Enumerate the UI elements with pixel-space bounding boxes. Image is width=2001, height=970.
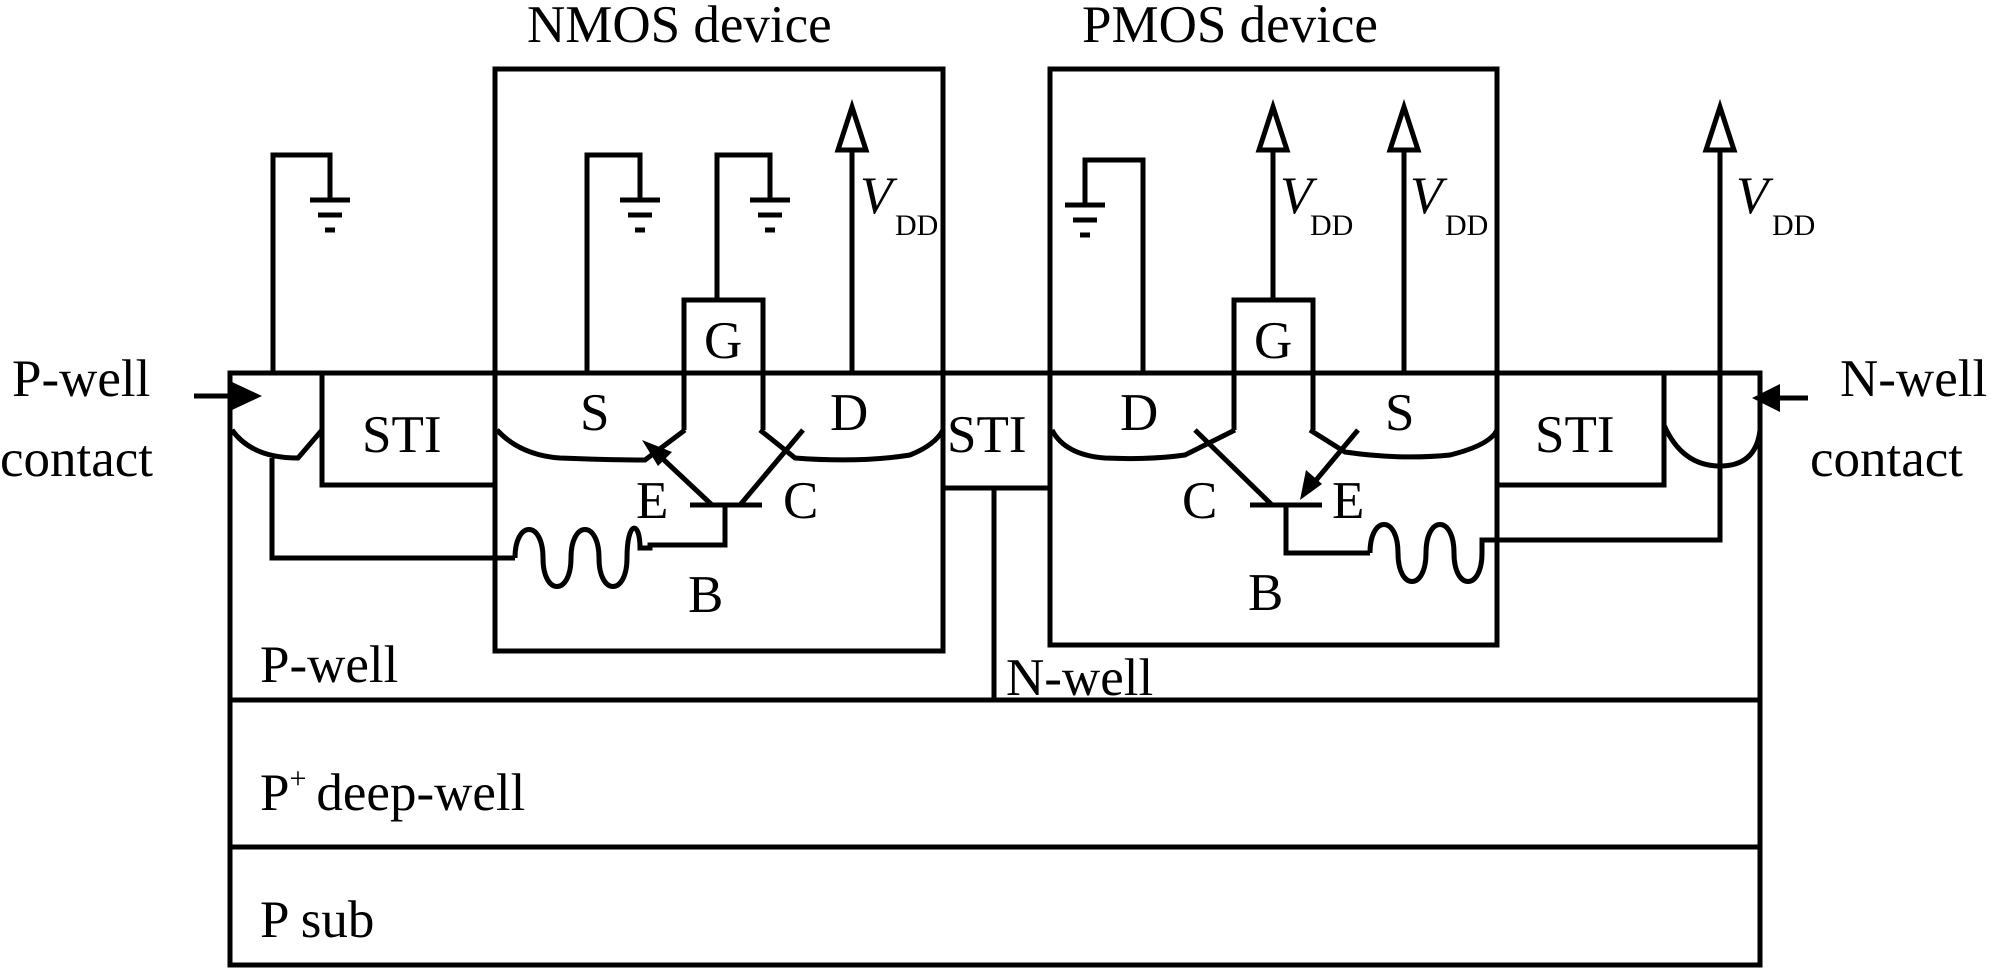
nmos-internals: G S D E C B V DD [495,98,946,624]
nmos-vdd-label: V [860,167,898,225]
pwell-contact-region [229,428,324,461]
nwell-contact-region [1661,423,1763,469]
pmos-gate-vdd-label: V [1280,167,1318,225]
nmos-source-region [495,428,687,463]
pwell-contact-line2: contact [0,430,153,488]
pmos-base-label: B [1248,564,1283,622]
nmos-emitter-label: E [636,472,668,530]
substrate-layers [227,370,1763,968]
pwell-contact-ground-wire [270,152,333,373]
pmos-device-title: PMOS device [1082,0,1378,54]
nmos-gate-label: G [704,312,742,370]
vdd-arrow-icon [834,98,870,153]
sti-middle-label: STI [947,406,1027,464]
sti-left-label: STI [362,406,442,464]
ground-icon [750,197,790,233]
nmos-gate-box [681,297,766,376]
pmos-source-label: S [1385,384,1414,442]
nwell-contact-wiring: V DD [1702,98,1815,373]
pmos-gate-vdd-subscript: DD [1310,209,1353,242]
nmos-bjt-emitter-arrowhead [642,440,672,466]
ground-icon [620,197,660,233]
nwell-contact-line1: N-well [1840,350,1987,408]
nmos-bjt-collector [738,428,805,507]
pmos-source-vdd-label: V [1410,167,1448,225]
ground-icon [1065,202,1105,238]
pwell-contact-wiring [269,152,728,589]
nmos-device-box [492,66,946,654]
deep-well-plus: + [289,762,306,795]
nwell-contact-arrowhead [1752,384,1780,412]
pmos-drain-ground-wire [1082,157,1146,373]
nwell-vdd-label: V [1736,167,1774,225]
nmos-drain-region [758,428,946,463]
resistor-icon [1367,373,1723,584]
pmos-source-region [1308,427,1500,460]
pmos-device-box [1047,66,1500,648]
psub-label: P sub [260,891,374,949]
nwell-label: N-well [1006,649,1153,707]
pmos-base-resistor-wire [1283,505,1370,556]
pmos-source-vdd-subscript: DD [1445,209,1488,242]
nmos-source-ground-wire [584,152,643,373]
nmos-source-label: S [580,384,609,442]
nmos-collector-label: C [783,472,818,530]
deep-well-text: deep-well [316,764,525,822]
pmos-internals: G D S C E B V DD V DD [1049,98,1723,622]
pmos-emitter-label: E [1332,472,1364,530]
pmos-drain-label: D [1120,384,1158,442]
pmos-collector-label: C [1182,472,1217,530]
nwell-vdd-subscript: DD [1772,209,1815,242]
pwell-contact-arrowhead [232,382,262,410]
ground-icon [310,197,350,233]
pwell-contact-line1: P-well [12,350,150,408]
vdd-arrow-icon [1702,98,1738,153]
nwell-contact-line2: contact [1810,430,1963,488]
deep-well-label: P+ deep-well [260,762,525,822]
nmos-base-label: B [688,566,723,624]
pmos-drain-region [1049,427,1237,462]
pmos-bjt-collector [1193,428,1274,507]
nmos-vdd-subscript: DD [895,209,938,242]
vdd-arrow-icon [1386,98,1422,153]
sti-left-outline [319,373,495,488]
pwell-label: P-well [260,636,398,694]
deep-well-p: P [260,764,289,822]
nmos-drain-label: D [830,384,868,442]
sti-right-outline [1497,373,1667,488]
pmos-gate-label: G [1254,312,1292,370]
sti-right-label: STI [1535,406,1615,464]
nmos-device-title: NMOS device [527,0,832,54]
wafer-outline [227,370,1763,968]
pwell-resistor-wire [269,458,515,561]
nmos-gate-ground-wire [714,152,773,300]
resistor-icon [512,505,728,589]
vdd-arrow-icon [1255,98,1291,153]
pmos-bjt-emitter [1310,428,1360,487]
pmos-bjt-emitter-arrowhead [1300,470,1322,500]
